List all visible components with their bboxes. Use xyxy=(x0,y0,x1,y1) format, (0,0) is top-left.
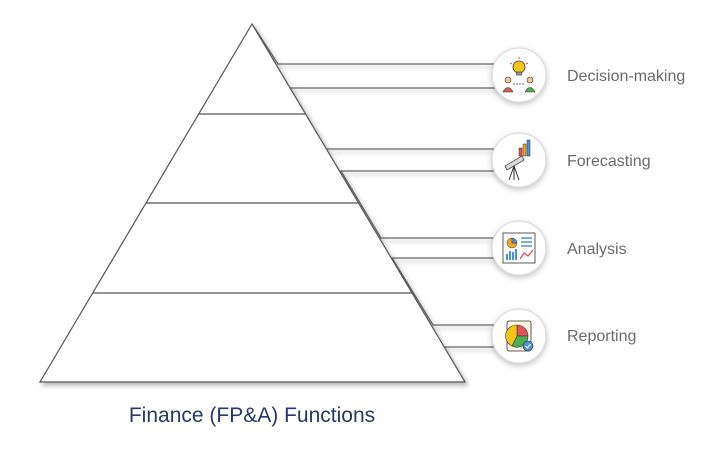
report-pie-chart-icon xyxy=(505,320,534,352)
level-label: Reporting xyxy=(567,328,636,345)
level-decision-making: Decision-making xyxy=(491,47,685,103)
decision-making-icon xyxy=(502,57,536,93)
level-label: Decision-making xyxy=(567,68,685,85)
level-analysis: Analysis xyxy=(491,220,627,276)
telescope-chart-icon xyxy=(504,139,531,181)
diagram-title: Finance (FP&A) Functions xyxy=(129,404,375,427)
level-forecasting: Forecasting xyxy=(491,132,651,188)
level-label: Analysis xyxy=(567,241,627,258)
level-reporting: Reporting xyxy=(491,308,636,364)
level-label: Forecasting xyxy=(567,153,651,170)
analysis-charts-icon xyxy=(502,232,536,264)
